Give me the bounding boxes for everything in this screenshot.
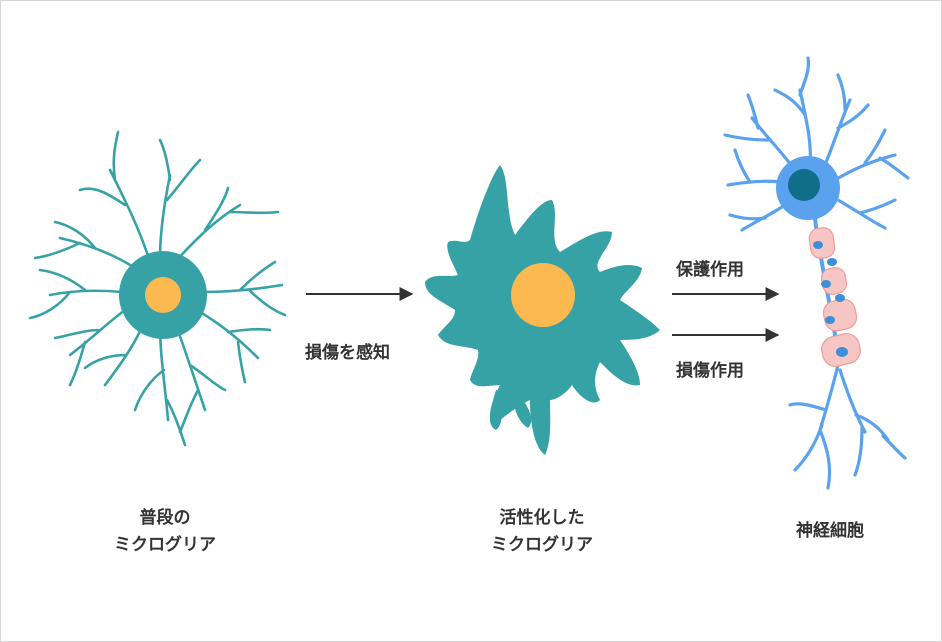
activated-microglia: [425, 165, 660, 455]
resting-nucleus: [145, 277, 181, 313]
arrow-label-damaging: 損傷作用: [676, 361, 744, 381]
activated-label-line2: ミクログリア: [491, 535, 593, 555]
resting-microglia: [28, 130, 287, 447]
activated-label-line1: 活性化した: [499, 508, 585, 528]
activated-microglia-label: 活性化した ミクログリア: [447, 505, 637, 559]
arrow-label-detect: 損傷を感知: [305, 343, 390, 363]
arrow-label-protective: 保護作用: [676, 260, 744, 280]
neuron-nucleus: [788, 169, 820, 201]
resting-label-line1: 普段の: [139, 508, 191, 528]
neuron: [723, 56, 910, 490]
resting-label-line2: ミクログリア: [114, 535, 216, 555]
activated-nucleus: [511, 263, 575, 327]
neuron-label: 神経細胞: [796, 521, 864, 541]
resting-microglia-label: 普段の ミクログリア: [70, 505, 260, 559]
